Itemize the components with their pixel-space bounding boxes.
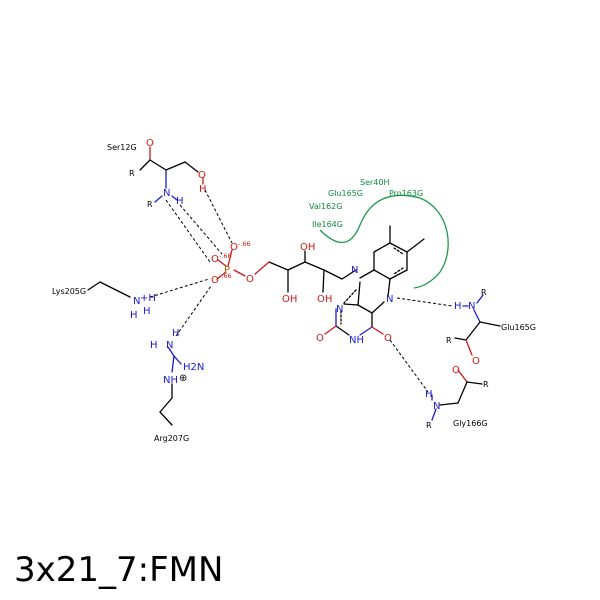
atom-n-top: N (351, 265, 358, 276)
gly166g-o: O (452, 365, 460, 376)
residue-ser12g (139, 146, 204, 203)
glu165g-o: O (472, 356, 480, 367)
residue-glu165g (454, 294, 501, 356)
residue-label-ser40h: Ser40H (360, 178, 389, 187)
atom-p: P (224, 265, 230, 276)
ser12g-r1: R (129, 169, 135, 178)
residue-lys205g (87, 281, 131, 298)
gly166g-r1: R (483, 380, 489, 389)
ser12g-oh-h: H (199, 184, 207, 195)
lys205g-label: Lys205G (52, 287, 86, 296)
residue-label-ile164g: Ile164G (312, 220, 343, 229)
ser12g-label: Ser12G (107, 143, 137, 152)
hydrogen-bonds (149, 189, 453, 393)
arg207g-nh: NH (163, 375, 178, 386)
ser12g-h1: H (176, 196, 184, 207)
ser12g-oh-o: O (198, 170, 206, 181)
atom-n-mid: N (336, 304, 343, 315)
atom-o-p3: O (211, 275, 219, 286)
atom-oh-3: OH (317, 294, 332, 305)
glu165g-label: Glu165G (501, 323, 536, 332)
charge-o-p2: -.66 (219, 252, 232, 260)
page-title: 3x21_7:FMN (14, 550, 224, 590)
gly166g-n: N (433, 401, 440, 412)
lys205g-n: N (133, 296, 140, 307)
atom-o-carbonyl-left: O (316, 333, 324, 344)
residue-gly166g (431, 369, 483, 421)
atom-nh: NH (349, 335, 364, 346)
arg207g-label: Arg207G (154, 434, 189, 443)
ser12g-o: O (146, 138, 154, 149)
atom-oh-1: OH (300, 242, 315, 253)
gly166g-label: Gly166G (453, 419, 488, 428)
glu165g-h: H (454, 301, 462, 312)
ser12g-r2: R (147, 200, 153, 209)
arg207g-h1: H (150, 340, 158, 351)
hydrophobic-arc (319, 194, 449, 289)
arg207g-h2: H (172, 328, 180, 339)
atom-o-p1: O (230, 242, 238, 253)
isoalloxazine-ring-system (216, 225, 425, 336)
charge-o-p1: -.66 (238, 240, 251, 248)
lys205g-h2: H (143, 306, 151, 317)
arg207g-nh2: H2N (183, 362, 204, 373)
atom-o-p2: O (211, 254, 219, 265)
glu165g-n: N (468, 301, 475, 312)
lys205g-h: H (130, 310, 138, 321)
gly166g-h: H (425, 389, 433, 400)
arg207g-charge: ⊕ (179, 373, 187, 384)
residue-label-glu165g-contact: Glu165G (328, 189, 363, 198)
lys205g-hplus: +H (140, 293, 156, 304)
atom-o-ester: O (246, 274, 254, 285)
atom-o-carbonyl-right: O (384, 333, 392, 344)
arg207g-n1: N (166, 340, 173, 351)
atom-oh-2: OH (282, 294, 297, 305)
atom-n-right: N (386, 294, 393, 305)
charge-o-p3: -.66 (219, 272, 232, 280)
glu165g-r2: R (446, 336, 452, 345)
glu165g-r1: R (481, 288, 487, 297)
gly166g-r2: R (426, 421, 432, 430)
residue-arg207g (159, 346, 182, 426)
ser12g-n: N (163, 188, 170, 199)
residue-label-val162g: Val162G (309, 202, 342, 211)
residue-label-pro163g: Pro163G (389, 189, 423, 198)
